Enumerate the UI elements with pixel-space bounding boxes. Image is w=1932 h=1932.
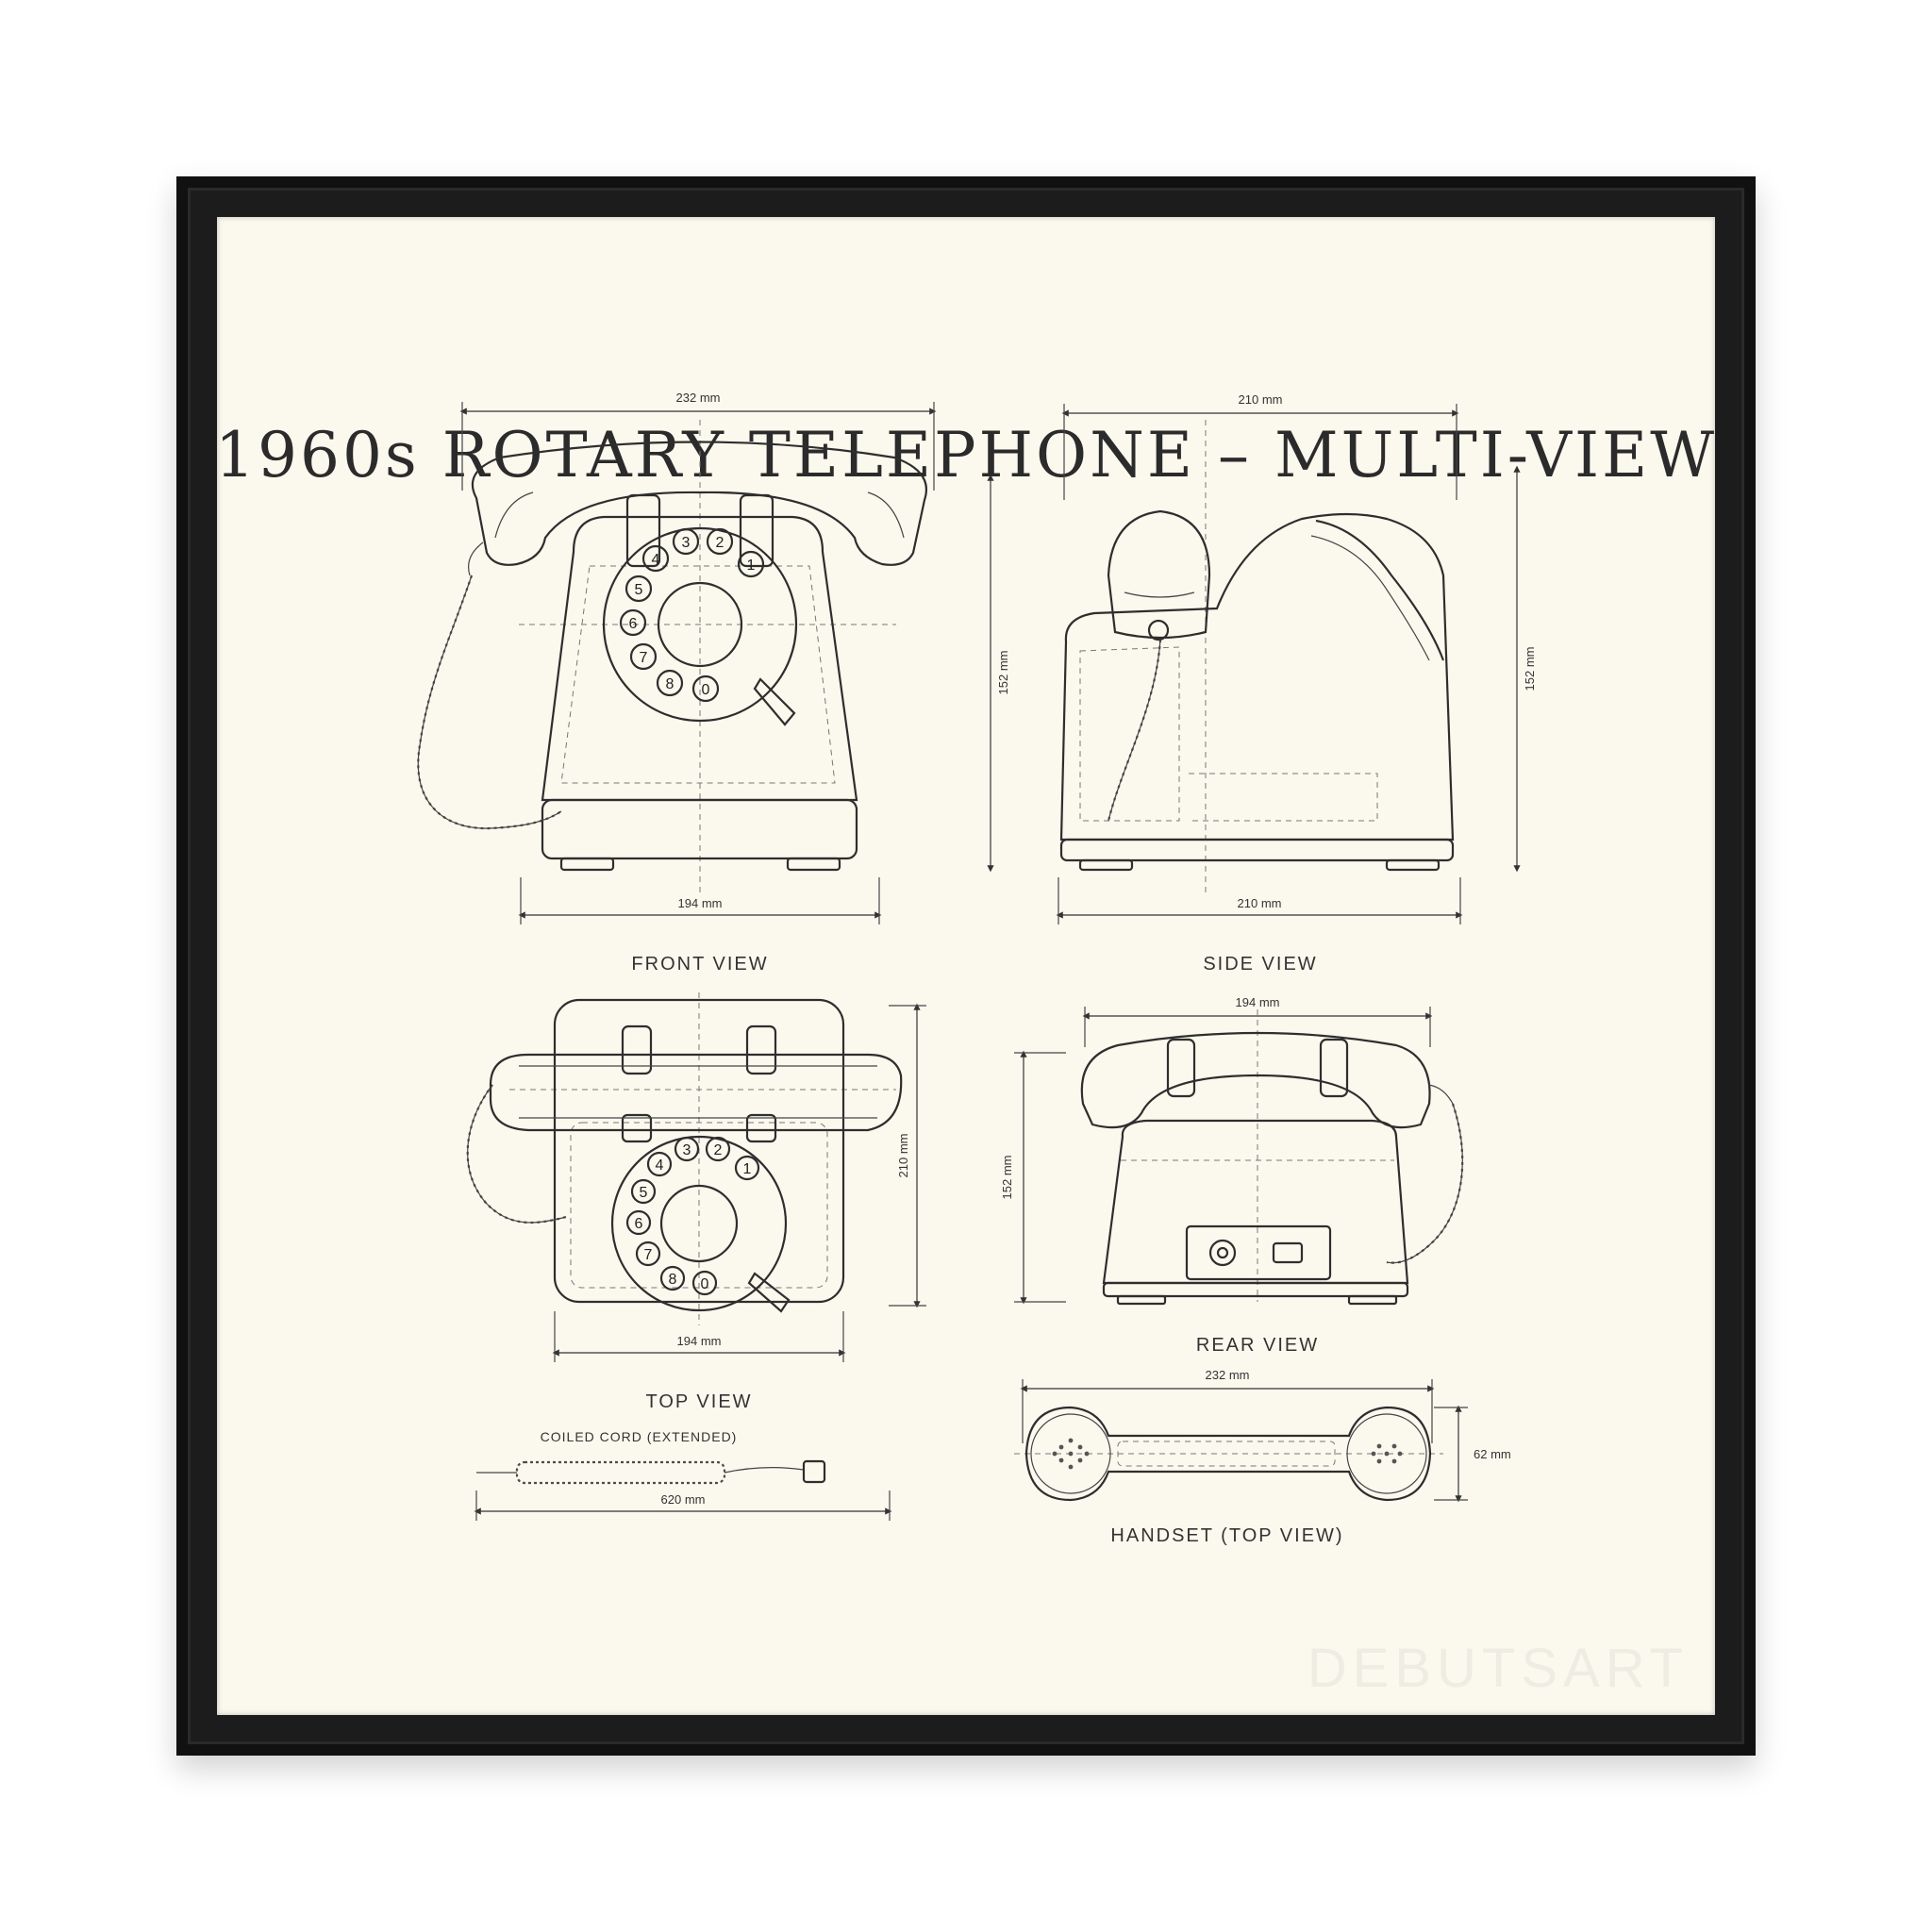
front-coiled-cord: [417, 575, 562, 830]
dial-digit: 3: [683, 1142, 691, 1158]
top-view-drawing: 210 mm 194 mm TOP VIEW: [466, 992, 926, 1412]
dial-digit: 7: [644, 1247, 653, 1263]
coiled-cord-drawing: COILED CORD (EXTENDED) 620 mm: [474, 1429, 892, 1521]
dial-digit: 0: [702, 682, 710, 698]
handset-dim-length: 232 mm: [1206, 1368, 1250, 1382]
dial-digit: 3: [682, 535, 691, 551]
rear-dim-height: 152 mm: [1000, 1156, 1014, 1200]
handset-dim-width: 62 mm: [1474, 1447, 1511, 1461]
dial-digit: 4: [656, 1158, 664, 1174]
dial-digit: 0: [701, 1276, 709, 1292]
side-dim-base: 210 mm: [1238, 896, 1282, 910]
side-dim-width: 210 mm: [1239, 392, 1283, 407]
handset-drawing: 232 mm 62 mm HANDSET (TOP VIEW): [1014, 1368, 1511, 1546]
cord-dim-length: 620 mm: [661, 1492, 706, 1507]
rear-view-caption: REAR VIEW: [1196, 1335, 1319, 1356]
rear-dim-width: 194 mm: [1236, 995, 1280, 1009]
diagram-title: 1960s ROTARY TELEPHONE – MULTI-VIEW: [217, 419, 1715, 491]
front-dim-width: 232 mm: [676, 391, 721, 405]
front-dial-digits: 1 2 3 4 5 6 7 8 0: [619, 527, 765, 703]
dial-digit: 1: [743, 1161, 752, 1177]
dial-digit: 6: [629, 616, 638, 632]
dial-digit: 4: [652, 552, 660, 568]
front-dim-base: 194 mm: [678, 896, 723, 910]
rear-view-drawing: 194 mm 152 mm REAR VIEW: [1000, 995, 1464, 1356]
dial-digit: 2: [716, 535, 724, 551]
side-view-caption: SIDE VIEW: [1203, 954, 1317, 974]
top-dial-digits: 1 2 3 4 5 6 7 8 0: [625, 1136, 760, 1296]
dial-digit: 6: [635, 1216, 643, 1232]
dial-digit: 8: [666, 676, 675, 692]
front-dim-height: 152 mm: [996, 651, 1010, 695]
cord-caption: COILED CORD (EXTENDED): [541, 1429, 738, 1444]
handset-caption: HANDSET (TOP VIEW): [1110, 1525, 1343, 1546]
front-view-caption: FRONT VIEW: [631, 954, 768, 974]
mouthpiece-holes: [1371, 1443, 1403, 1464]
blueprint-drawing: 1960s ROTARY TELEPHONE – MULTI-VIEW 232 …: [217, 391, 1715, 1699]
dial-digit: 2: [714, 1142, 723, 1158]
front-view-drawing: 232 mm 152 mm 194 mm FRONT VIE: [417, 391, 1010, 974]
side-dim-height: 152 mm: [1523, 647, 1537, 691]
top-dim-width: 194 mm: [677, 1334, 722, 1348]
dial-digit: 7: [640, 650, 648, 666]
dial-digit: 1: [747, 558, 756, 574]
top-view-caption: TOP VIEW: [645, 1391, 752, 1412]
side-view-drawing: 210 mm 152 mm 210 mm SIDE VIEW: [1056, 392, 1537, 974]
watermark-logo: DEBUTSART: [1307, 1638, 1689, 1699]
dial-digit: 5: [640, 1185, 648, 1201]
canvas-print: 1960s ROTARY TELEPHONE – MULTI-VIEW 232 …: [217, 217, 1715, 1715]
dial-digit: 5: [635, 582, 643, 598]
top-dim-depth: 210 mm: [896, 1134, 910, 1178]
dial-digit: 8: [669, 1272, 677, 1288]
earpiece-holes: [1052, 1438, 1090, 1470]
